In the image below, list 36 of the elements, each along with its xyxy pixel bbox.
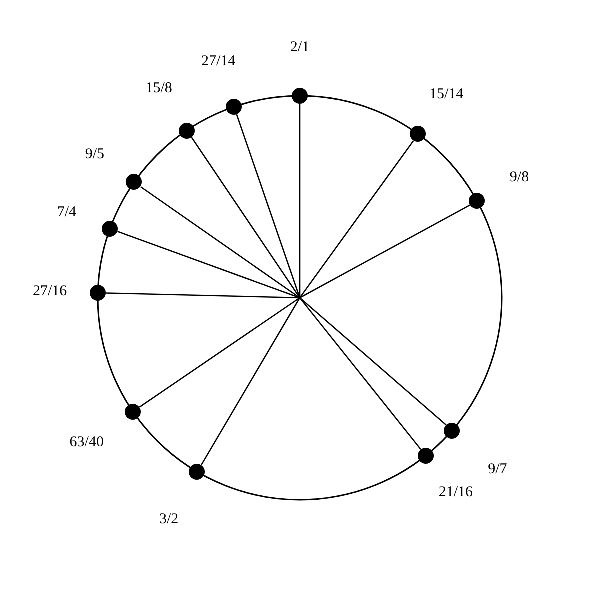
ratio-label: 9/8 bbox=[510, 170, 530, 187]
ratio-label: 27/16 bbox=[32, 283, 68, 300]
radius-line bbox=[139, 297, 300, 408]
radius-line bbox=[299, 140, 414, 298]
ratio-dot bbox=[418, 448, 434, 464]
radius-line bbox=[106, 292, 300, 299]
ratio-dot bbox=[410, 126, 426, 142]
ratio-dot bbox=[292, 88, 308, 104]
ratio-label: 7/4 bbox=[57, 204, 77, 222]
ratio-label: 3/2 bbox=[159, 512, 179, 529]
ratio-dot bbox=[189, 464, 206, 480]
ratio-dot bbox=[444, 422, 460, 439]
radius-line bbox=[300, 298, 447, 426]
radius-line bbox=[300, 298, 422, 450]
ratio-dot bbox=[179, 122, 196, 139]
ratio-dot bbox=[102, 220, 118, 237]
ratio-label: 15/8 bbox=[146, 80, 172, 98]
ratio-dot bbox=[125, 404, 142, 420]
ratio-label: 21/16 bbox=[438, 484, 474, 502]
radius-line bbox=[190, 136, 301, 298]
radius-line bbox=[200, 298, 301, 466]
ratio-dot bbox=[469, 193, 486, 210]
ratio-dot bbox=[126, 174, 142, 190]
ratio-label: 9/5 bbox=[85, 146, 105, 164]
ratio-dot bbox=[90, 285, 106, 302]
ratio-label: 63/40 bbox=[70, 434, 104, 452]
radius-line bbox=[300, 204, 471, 299]
ratio-label: 2/1 bbox=[290, 40, 310, 56]
ratio-label: 15/14 bbox=[430, 86, 464, 104]
radius-line bbox=[236, 114, 301, 298]
radius-line bbox=[117, 231, 300, 299]
ratio-dot bbox=[226, 99, 242, 115]
ratio-label: 9/7 bbox=[488, 461, 508, 478]
radius-line bbox=[140, 186, 300, 299]
ratio-label: 27/14 bbox=[202, 53, 236, 70]
radius-line bbox=[299, 104, 301, 298]
